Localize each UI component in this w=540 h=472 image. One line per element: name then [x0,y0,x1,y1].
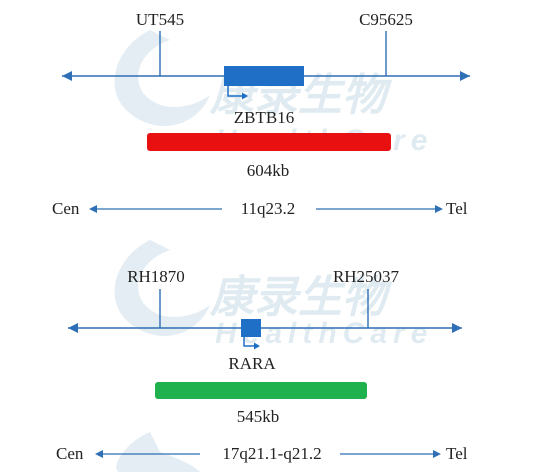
cen-arrowhead [95,450,103,458]
chromosome-band-label: 17q21.1-q21.2 [222,444,321,463]
telomere-label: Tel [446,444,468,463]
marker-right-label: RH25037 [333,267,400,286]
gene-label: ZBTB16 [234,108,294,127]
watermark-logo-icon [116,432,200,472]
cen-arrowhead [89,205,97,213]
tel-arrowhead [433,450,441,458]
transcription-arrowhead [254,342,260,350]
gene-box [224,66,304,86]
probe-bar [147,133,391,151]
watermark-logo-icon [114,240,210,336]
probe-bar [155,382,367,399]
watermark-middle: 康录生物 HealthCare [114,240,427,350]
transcription-start-arrow [227,86,244,97]
watermark-logo-icon [114,30,210,126]
gene-box [241,319,261,337]
probe-size-label: 545kb [237,407,280,426]
transcription-start-arrow [243,337,256,347]
axis-right-arrowhead [452,323,462,333]
probe-size-label: 604kb [247,161,290,180]
transcription-arrowhead [242,92,248,100]
tel-arrowhead [435,205,443,213]
watermark-bottom [116,432,200,472]
axis-left-arrowhead [68,323,78,333]
centromere-label: Cen [56,444,84,463]
gene-label: RARA [228,354,276,373]
marker-right-label: C95625 [359,10,413,29]
chromosome-band-label: 11q23.2 [241,199,296,218]
centromere-label: Cen [52,199,80,218]
marker-left-label: UT545 [136,10,184,29]
marker-left-label: RH1870 [127,267,185,286]
panel-rara: RH1870 RH25037 RARA 545kb Cen 17q21.1-q2… [56,267,468,463]
axis-left-arrowhead [62,71,72,81]
watermark-chinese-text: 康录生物 [209,272,393,323]
axis-right-arrowhead [460,71,470,81]
telomere-label: Tel [446,199,468,218]
panel-zbtb16: UT545 C95625 ZBTB16 604kb Cen 11q23.2 Te… [52,10,470,218]
